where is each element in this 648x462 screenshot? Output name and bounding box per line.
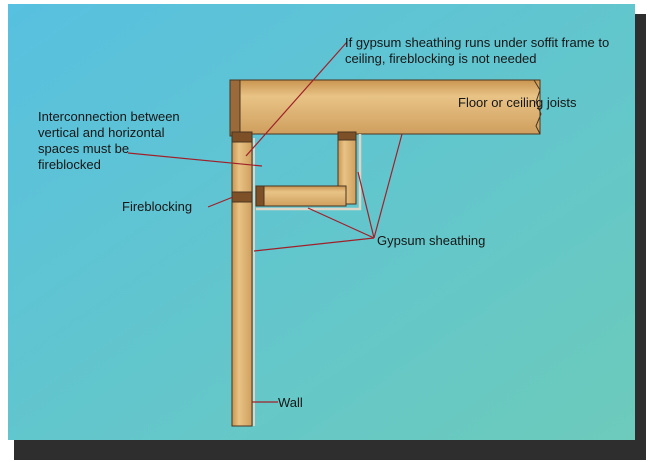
fireblocking-diagram: If gypsum sheathing runs under soffit fr…	[8, 4, 635, 440]
leader-interconnection	[127, 152, 263, 167]
soffit-horizontal	[255, 185, 347, 207]
interconnection-line1: Interconnection between	[38, 109, 180, 124]
fireblocking-label: Fireblocking	[122, 199, 192, 214]
fireblock-top	[231, 131, 253, 143]
soffit-vertical-end	[337, 131, 357, 141]
diagram-panel: If gypsum sheathing runs under soffit fr…	[8, 4, 635, 440]
fireblock-soffit	[231, 191, 253, 203]
wall-stud	[231, 135, 253, 427]
interconnection-line2: vertical and horizontal	[38, 125, 165, 140]
leader-gypsum-wall	[253, 237, 375, 252]
leader-gypsum-note	[245, 41, 348, 157]
gypsum-note-line1: If gypsum sheathing runs under soffit fr…	[345, 35, 609, 50]
leader-lines	[127, 41, 403, 403]
soffit-horizontal-end	[255, 185, 265, 207]
background	[8, 4, 635, 440]
leader-gypsum-soffit-side	[357, 171, 375, 239]
top-plate	[229, 79, 241, 137]
joists-label: Floor or ceiling joists	[458, 95, 577, 110]
gypsum-sheathing-label: Gypsum sheathing	[377, 233, 485, 248]
joist-break-edge	[533, 79, 542, 135]
leader-fireblocking	[207, 196, 234, 208]
leader-gypsum-ceiling	[373, 133, 403, 239]
interconnection-line3: spaces must be	[38, 141, 129, 156]
gypsum-note-line2: ceiling, fireblocking is not needed	[345, 51, 537, 66]
interconnection-line4: fireblocked	[38, 157, 101, 172]
floor-joist	[233, 79, 541, 135]
soffit-gypsum-line	[256, 134, 362, 211]
wall-label: Wall	[278, 395, 303, 410]
leader-gypsum-soffit-bottom	[307, 207, 375, 239]
